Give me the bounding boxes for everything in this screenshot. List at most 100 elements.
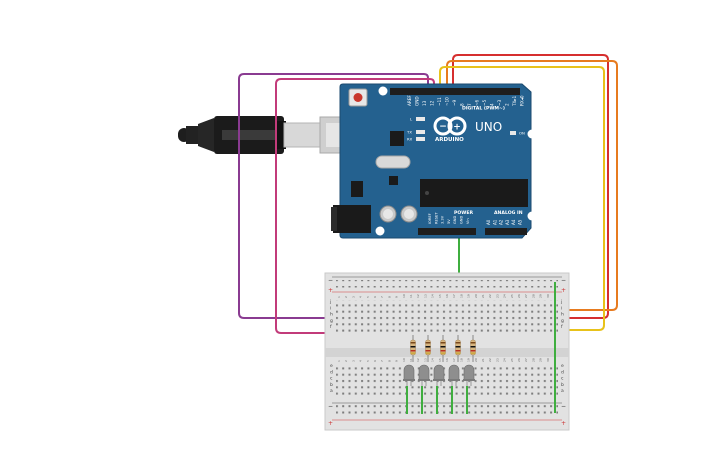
column-label: 15: [438, 358, 442, 362]
rail-plus-label: +: [561, 287, 566, 294]
magenta-wire[interactable]: [275, 78, 435, 334]
led[interactable]: [448, 364, 460, 388]
power-pin-label: RESET: [434, 212, 438, 224]
column-label: 22: [488, 294, 492, 298]
column-label: 24: [503, 294, 507, 298]
yellow-wire[interactable]: [439, 66, 605, 331]
column-label: 21: [481, 294, 485, 298]
on-label: ON: [519, 131, 525, 136]
column-label: 19: [467, 294, 471, 298]
column-label: 4: [359, 360, 363, 362]
resistor[interactable]: [455, 335, 461, 362]
rail-minus-label: −: [561, 277, 566, 284]
power-jack[interactable]: [333, 205, 371, 233]
rail-minus-label: −: [328, 277, 333, 284]
power-pin-label: 3.3V: [441, 215, 445, 224]
rail-minus-label: −: [328, 403, 333, 410]
column-label: 16: [445, 358, 449, 362]
column-label: 9: [395, 360, 399, 362]
row-label: c: [330, 377, 333, 382]
column-label: 15: [438, 294, 442, 298]
column-label: 17: [452, 358, 456, 362]
led-tx: [416, 130, 425, 134]
column-label: 24: [503, 358, 507, 362]
resistor[interactable]: [470, 335, 476, 362]
red-wire[interactable]: [452, 54, 609, 319]
column-label: 6: [373, 296, 377, 298]
column-label: 28: [531, 294, 535, 298]
column-label: 14: [431, 294, 435, 298]
purple-wire[interactable]: [238, 73, 429, 319]
digital-pin-label: ~11: [437, 97, 442, 106]
column-label: 7: [380, 296, 384, 298]
led[interactable]: [418, 364, 430, 388]
row-label: d: [330, 369, 333, 375]
column-label: 30: [546, 294, 550, 298]
column-label: 30: [546, 358, 550, 362]
regulator: [351, 181, 363, 197]
analog-header: [485, 228, 527, 235]
power-pin-label: IOREF: [428, 213, 432, 224]
digital-pin-label: ~6: [475, 99, 480, 106]
orange-wire[interactable]: [446, 60, 618, 311]
row-label: j: [560, 299, 562, 305]
crystal: [375, 155, 411, 169]
column-label: 22: [488, 358, 492, 362]
led[interactable]: [463, 364, 475, 388]
mount-hole: [378, 86, 388, 96]
row-label: b: [330, 382, 333, 388]
rail-minus-label: −: [561, 403, 566, 410]
digital-pin-label: 2: [505, 103, 510, 106]
digital-pin-label: 4: [490, 103, 495, 106]
mount-hole: [527, 211, 537, 221]
column-label: 25: [510, 358, 514, 362]
resistor[interactable]: [440, 335, 446, 362]
column-label: 23: [495, 294, 499, 298]
row-label: a: [330, 389, 333, 394]
column-label: 9: [395, 296, 399, 298]
digital-pin-label: ~9: [452, 99, 457, 106]
analog-pin-label: A1: [492, 219, 497, 225]
row-label: f: [561, 324, 563, 330]
column-label: 11: [409, 294, 413, 298]
rx-label: RX: [407, 137, 413, 142]
resistor[interactable]: [410, 335, 416, 362]
digital-label: DIGITAL (PWM~): [462, 106, 505, 112]
column-label: 17: [452, 294, 456, 298]
led[interactable]: [403, 364, 415, 388]
column-label: 20: [474, 358, 478, 362]
digital-pin-label: RX◂0: [520, 95, 525, 106]
rail-plus-label: +: [328, 420, 333, 427]
rail-plus-label: +: [561, 420, 566, 427]
column-label: 16: [445, 294, 449, 298]
digital-pin-label: 7: [467, 103, 472, 106]
digital-pin-label: ~5: [482, 99, 487, 106]
column-label: 12: [416, 294, 420, 298]
power-pin-label: GND: [453, 216, 457, 224]
row-label: f: [330, 324, 332, 330]
column-label: 18: [459, 358, 463, 362]
digital-pin-label: AREF: [407, 95, 412, 106]
l-label: L: [410, 117, 413, 122]
svg-text:+: +: [453, 123, 461, 133]
column-labels: 1122334455667788991010111112121313141415…: [337, 294, 550, 362]
column-label: 11: [409, 358, 413, 362]
row-label: e: [561, 364, 564, 369]
arduino-uno-board[interactable]: − + UNO ARDUINO DIGITAL (PWM~) POWER ANA…: [331, 83, 537, 239]
power-header: [418, 228, 476, 235]
led-l: [416, 117, 425, 121]
row-label: g: [561, 319, 564, 324]
column-label: 13: [423, 358, 427, 362]
column-label: 21: [481, 358, 485, 362]
resistor[interactable]: [425, 335, 431, 362]
power-pin-label: Vin: [466, 218, 470, 224]
column-label: 10: [402, 358, 406, 362]
power-pin-label: GND: [460, 216, 464, 224]
digital-pin-label: ~3: [497, 99, 502, 106]
row-label: h: [561, 312, 564, 318]
